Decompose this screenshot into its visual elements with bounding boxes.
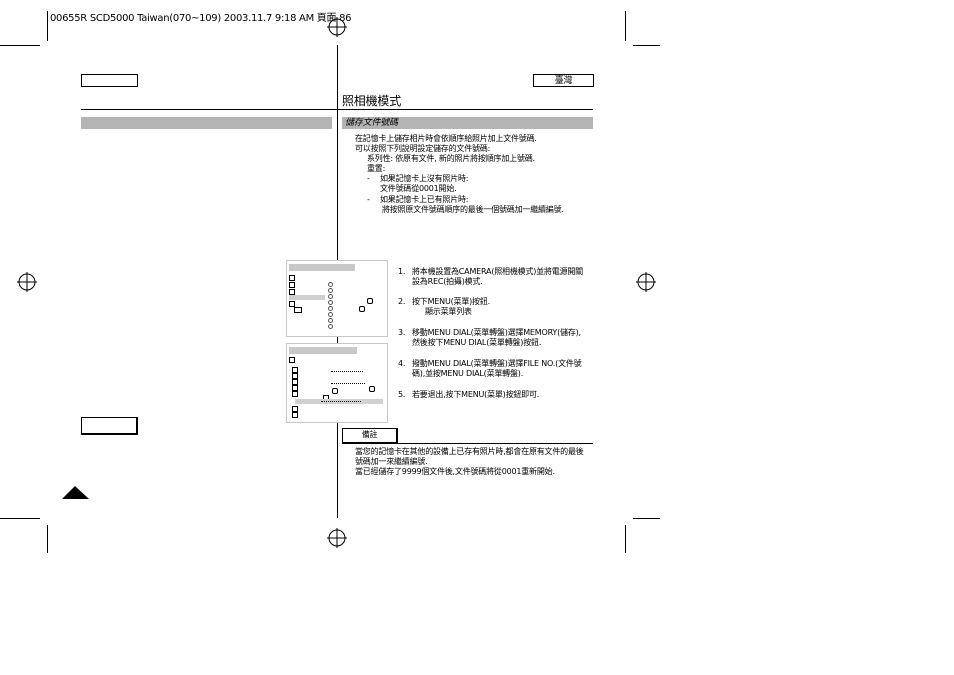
menu-icon xyxy=(289,289,295,295)
step-text: 按下MENU(菜單)按鈕. xyxy=(412,297,490,306)
menu-dotted-line xyxy=(331,383,365,384)
note-line: 號碼加一來繼續編號. xyxy=(355,457,428,466)
section-bar: 儲存文件號碼 xyxy=(342,117,593,129)
intro-line: 可以按照下列說明設定儲存的文件號碼: xyxy=(355,144,491,153)
bullet-text: 如果記憶卡上已有照片時: xyxy=(380,195,469,204)
step-text: 顯示菜單列表 xyxy=(425,307,472,316)
left-page-tab xyxy=(81,74,138,87)
menu-bullet xyxy=(328,324,333,329)
crop-mark xyxy=(47,11,48,41)
menu-icon xyxy=(289,282,295,288)
menu-screen-main xyxy=(286,260,388,337)
series-line: 系列性: 依原有文件, 新的照片將按順序加上號碼. xyxy=(367,154,535,163)
menu-dotted-line xyxy=(321,401,361,402)
menu-title-bar xyxy=(289,264,355,271)
menu-icon xyxy=(292,412,298,418)
crop-mark xyxy=(0,518,40,519)
menu-icon xyxy=(292,373,298,379)
menu-selected-row xyxy=(289,295,325,300)
step-text: 碼),並按MENU DIAL(菜單轉盤). xyxy=(412,369,524,378)
menu-icon xyxy=(292,379,298,385)
chapter-title: 照相機模式 xyxy=(342,94,402,108)
note-line: 當您的記憶卡在其他的設備上已存有照片時,都會在原有文件的最後 xyxy=(355,447,584,456)
crop-mark xyxy=(633,45,660,46)
left-page-note-box xyxy=(81,417,138,435)
page-triangle-icon xyxy=(62,486,89,499)
intro-line: 在記憶卡上儲存相片時會依順序給照片加上文件號碼. xyxy=(355,134,537,143)
menu-icon xyxy=(289,357,295,363)
step-text: 撥動MENU DIAL(菜單轉盤)選擇FILE NO.(文件號 xyxy=(412,359,582,368)
menu-icon xyxy=(289,275,295,281)
step-text: 若要退出,按下MENU(菜單)按鈕即可. xyxy=(412,390,540,399)
bullet-detail: 將按照原文件號碼順序的最後一個號碼加一繼續編號. xyxy=(382,205,564,214)
menu-icon xyxy=(294,307,302,313)
crop-mark xyxy=(47,525,48,553)
bullet-dash: - xyxy=(367,195,370,204)
step-number: 2. xyxy=(398,297,406,306)
step-text: 移動MENU DIAL(菜單轉盤)選擇MEMORY(儲存), xyxy=(412,328,581,337)
menu-screen-memory xyxy=(286,343,388,423)
menu-icon xyxy=(292,385,298,391)
language-tab-label: 臺灣 xyxy=(554,76,573,86)
step-number: 3. xyxy=(398,328,406,337)
menu-dotted-line xyxy=(331,371,363,372)
menu-bullet xyxy=(328,312,333,317)
menu-bullet xyxy=(328,282,333,287)
note-rule xyxy=(342,443,593,444)
menu-bullet xyxy=(328,300,333,305)
menu-bullet xyxy=(328,294,333,299)
crop-mark xyxy=(625,525,626,553)
reset-label: 重置: xyxy=(367,164,386,173)
menu-hand-icon xyxy=(369,386,375,392)
language-tab: 臺灣 xyxy=(533,74,594,87)
menu-icon xyxy=(292,406,298,412)
menu-icon xyxy=(289,301,295,307)
menu-hand-icon xyxy=(367,298,373,304)
step-number: 4. xyxy=(398,359,406,368)
step-number: 5. xyxy=(398,390,406,399)
menu-hand-icon xyxy=(359,306,365,312)
note-label-box: 備註 xyxy=(342,428,398,444)
step-text: 將本機設置為CAMERA(照相機模式)並將電源開關 xyxy=(412,267,583,276)
menu-bullet xyxy=(328,306,333,311)
menu-bullet xyxy=(328,318,333,323)
step-number: 1. xyxy=(398,267,406,276)
section-title: 儲存文件號碼 xyxy=(345,118,398,128)
title-rule xyxy=(81,109,593,110)
crop-mark xyxy=(633,518,660,519)
print-header: 00655R SCD5000 Taiwan(070~109) 2003.11.7… xyxy=(50,13,352,24)
step-text: 然後按下MENU DIAL(菜單轉盤)按鈕. xyxy=(412,338,542,347)
crop-mark xyxy=(625,11,626,41)
bullet-text: 如果記憶卡上沒有照片時: xyxy=(380,174,469,183)
menu-hand-icon xyxy=(332,388,338,394)
bullet-detail: 文件號碼從0001開始. xyxy=(380,184,457,193)
bullet-dash: - xyxy=(367,174,370,183)
menu-title-bar xyxy=(289,347,357,354)
left-section-bar xyxy=(81,117,332,129)
crop-mark xyxy=(0,45,40,46)
menu-icon xyxy=(292,391,298,397)
menu-bullet xyxy=(328,288,333,293)
menu-icon xyxy=(292,367,298,373)
note-label: 備註 xyxy=(361,430,378,439)
note-line: 當已經儲存了9999個文件後,文件號碼將從0001重新開始. xyxy=(355,467,555,476)
step-text: 設為REC(拍攝)模式. xyxy=(412,277,483,286)
